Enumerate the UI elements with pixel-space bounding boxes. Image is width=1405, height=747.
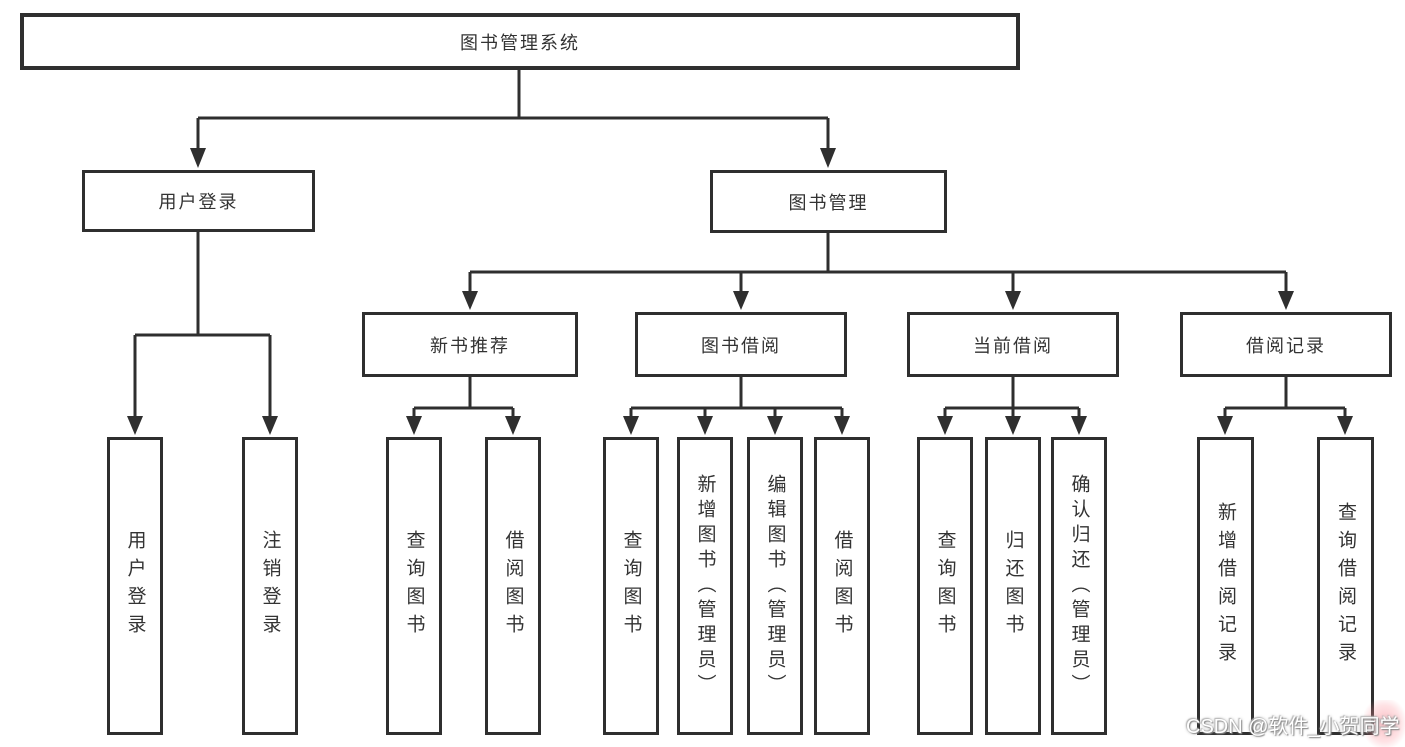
node-current-borrowing: 当前借阅 [907, 312, 1119, 377]
leaf-borrow-add-books-admin: 新增图书（管理员） [677, 437, 733, 735]
leaf-borrow-edit-books-admin-label: 编辑图书（管理员） [764, 473, 786, 699]
leaf-current-query-books: 查询图书 [917, 437, 973, 735]
leaf-newbooks-borrow-books-label: 借阅图书 [502, 530, 524, 642]
node-new-book-recommend: 新书推荐 [362, 312, 578, 377]
node-book-management-label: 图书管理 [788, 192, 869, 213]
leaf-user-login-label: 用户登录 [124, 530, 146, 642]
leaf-borrow-query-books: 查询图书 [603, 437, 659, 735]
node-book-borrowing-label: 图书借阅 [701, 335, 781, 356]
node-user-login-label: 用户登录 [158, 192, 239, 212]
node-root-system: 图书管理系统 [20, 13, 1020, 70]
node-borrowing-records-label: 借阅记录 [1246, 335, 1326, 356]
leaf-current-confirm-return-admin: 确认归还（管理员） [1051, 437, 1107, 735]
node-borrowing-records: 借阅记录 [1180, 312, 1392, 377]
leaf-current-query-books-label: 查询图书 [934, 530, 956, 642]
leaf-borrow-query-books-label: 查询图书 [620, 530, 642, 642]
leaf-newbooks-borrow-books: 借阅图书 [485, 437, 541, 735]
node-book-borrowing: 图书借阅 [635, 312, 847, 377]
node-book-management: 图书管理 [710, 170, 947, 233]
leaf-borrow-edit-books-admin: 编辑图书（管理员） [747, 437, 803, 735]
leaf-current-confirm-return-admin-label: 确认归还（管理员） [1068, 473, 1090, 699]
node-root-label: 图书管理系统 [460, 32, 580, 53]
leaf-records-add-record-label: 新增借阅记录 [1215, 502, 1236, 670]
node-new-book-recommend-label: 新书推荐 [430, 335, 510, 356]
leaf-borrow-borrow-books: 借阅图书 [814, 437, 870, 735]
leaf-records-add-record: 新增借阅记录 [1197, 437, 1254, 735]
arrowhead-icons [127, 148, 1353, 435]
leaf-records-query-record-label: 查询借阅记录 [1335, 502, 1356, 670]
leaf-newbooks-query-books-label: 查询图书 [403, 530, 425, 642]
leaf-current-return-books: 归还图书 [985, 437, 1041, 735]
leaf-user-login: 用户登录 [107, 437, 163, 735]
watermark-pink-glow [1364, 700, 1405, 747]
csdn-watermark: CSDN @软件_小贺同学 [1186, 716, 1400, 738]
leaf-newbooks-query-books: 查询图书 [386, 437, 442, 735]
leaf-records-query-record: 查询借阅记录 [1317, 437, 1374, 735]
leaf-borrow-borrow-books-label: 借阅图书 [831, 530, 853, 642]
leaf-logout: 注销登录 [242, 437, 298, 735]
node-user-login: 用户登录 [82, 170, 315, 232]
leaf-current-return-books-label: 归还图书 [1002, 530, 1024, 642]
leaf-logout-label: 注销登录 [259, 530, 281, 642]
leaf-borrow-add-books-admin-label: 新增图书（管理员） [694, 473, 716, 699]
node-current-borrowing-label: 当前借阅 [973, 335, 1053, 356]
